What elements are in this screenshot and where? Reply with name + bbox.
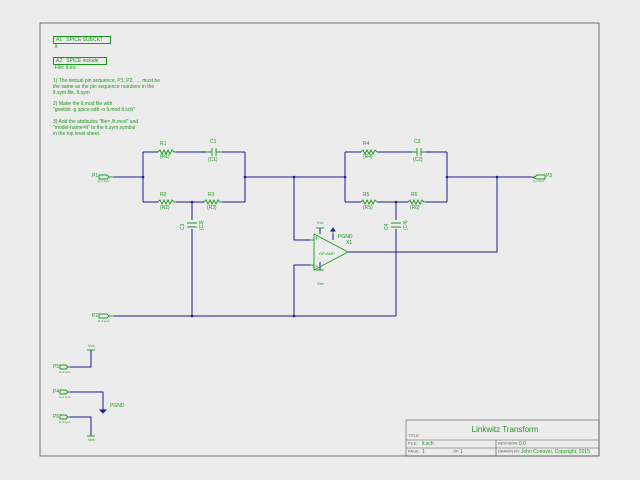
page-label: PAGE [408,449,419,454]
port-p5[interactable] [59,364,70,370]
r3-value: {R3} [207,205,217,211]
drawn-label: DRAWN BY: [498,449,520,454]
c4-ref: C4 [384,223,390,230]
of-label: OF [453,449,459,454]
instruction-step-2: 2) Make the lt.mod file with "gnetlist -… [53,101,135,113]
p3-sublabel: io-1.sym [533,179,545,183]
c2-ref: C2 [414,139,421,145]
c1-ref: C1 [210,139,217,145]
revision-value: 0.0 [519,441,526,447]
p6-label: P6 [53,414,59,420]
resistor-r6[interactable] [407,198,426,206]
x1-model: OP-AMP [319,251,335,256]
directive-a1-text: SPICE SUBCKT [66,37,103,43]
pgnd-arrow-p4-icon [98,409,108,414]
drawn-by-value: John Conover, Copyright, 2015 [521,449,590,455]
r5-value: {R5} [363,205,373,211]
c2-value: {C2} [413,157,423,163]
r5-ref: R5 [363,192,370,198]
c3-value: {C3} [199,220,205,230]
resistor-r5[interactable] [360,198,378,206]
p1-sublabel: io-1.sym [98,179,110,183]
directive-a1-label: A1 [56,37,63,43]
of-value: 1 [460,449,463,455]
revision-label: REVISION: [498,441,518,446]
port-p6[interactable] [59,414,70,420]
r4-ref: R4 [363,141,370,147]
resistor-r1[interactable] [157,148,176,156]
capacitor-c2[interactable] [412,148,425,156]
r2-value: {R2} [160,205,170,211]
resistor-r3[interactable] [203,198,222,206]
r4-value: {R4} [363,154,373,160]
p5-sublabel: io-1.sym [59,370,71,374]
drawing-title: Linkwitz Transform [472,425,539,434]
r2-ref: R2 [160,192,167,198]
file-value: lt.sch [422,441,434,447]
opamp-x1[interactable] [310,233,349,271]
p5-label: P5 [53,364,59,370]
p2-sublabel: io-1.sym [98,319,110,323]
directive-a1-value: lt [55,44,58,50]
r1-ref: R1 [160,141,167,147]
r6-ref: R6 [411,192,418,198]
directive-a2-label: A2 [56,58,63,64]
wires [70,151,531,436]
p1-label: P1 [92,173,98,179]
junctions [141,175,499,318]
capacitor-c1[interactable] [206,148,222,156]
pgnd-p4-label: PGND [110,403,125,409]
title-block [405,419,600,457]
vcc-p5-label: Vcc [88,343,95,348]
pgnd-label: PGND [338,234,353,240]
p3-label: P3 [546,173,552,179]
c3-ref: C3 [180,223,186,230]
file-label: FILE: [408,441,418,446]
directive-a2-value: File: lt.inc [55,65,77,71]
directive-a1[interactable]: A1 SPICE SUBCKT [53,36,111,44]
pgnd-arrow-icon [330,227,336,234]
r3-ref: R3 [208,192,215,198]
vee-p6-label: Vee [88,437,96,442]
directive-a2-text: SPICE include [66,58,99,64]
c4-value: {C4} [403,220,409,230]
p6-sublabel: io-1.sym [59,420,71,424]
port-p4[interactable] [59,389,70,395]
x1-ref: X1 [346,240,352,246]
p2-label: P2 [92,313,98,319]
vee-label: Vee [317,281,325,286]
directive-a2[interactable]: A2 SPICE include [53,57,107,65]
port-p2[interactable] [98,313,114,319]
port-p1[interactable] [98,174,114,180]
capacitor-c4[interactable] [391,222,401,228]
p4-sublabel: io-1.sym [59,395,71,399]
title-label: TITLE [408,433,419,438]
c1-value: {C1} [208,157,218,163]
resistor-r2[interactable] [157,198,176,206]
vcc-label: Vcc [317,220,324,225]
instruction-step-1: 1) The textual pin sequence, P1, P2, ...… [53,78,160,96]
r6-value: {R6} [410,205,420,211]
sheet-frame [39,22,600,457]
page-value: 1 [422,449,425,455]
resistor-r4[interactable] [360,148,378,156]
capacitor-c3[interactable] [187,222,197,228]
p4-label: P4 [53,389,59,395]
r1-value: {R1} [160,154,170,160]
instruction-step-3: 3) Add the attributes "file=./lt.mod" an… [53,119,139,137]
port-p3[interactable] [530,174,546,180]
